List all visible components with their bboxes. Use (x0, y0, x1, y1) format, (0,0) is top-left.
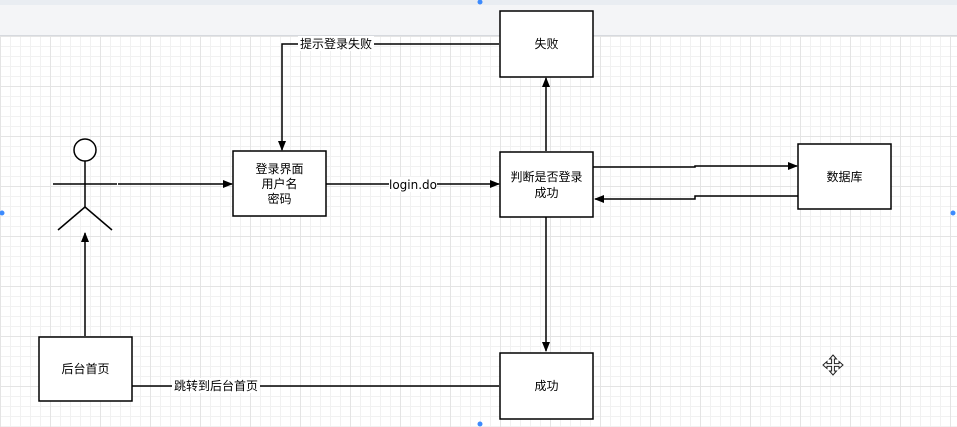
node-failure[interactable]: 失败 (499, 10, 594, 78)
top-toolbar (0, 0, 957, 36)
edge-check-to-database[interactable] (593, 162, 798, 170)
node-login-form-line-3: 密码 (267, 191, 291, 206)
node-database-label: 数据库 (826, 169, 862, 184)
selection-handle-right[interactable] (950, 210, 956, 216)
edge-label-redirect-home: 跳转到后台首页 (174, 378, 258, 393)
selection-handle-top[interactable] (477, 0, 483, 5)
edge-label-login-do: login.do (389, 178, 437, 192)
node-database[interactable]: 数据库 (797, 143, 892, 210)
selection-handle-left[interactable] (0, 210, 5, 216)
node-login-form[interactable]: 登录界面 用户名 密码 (232, 150, 327, 217)
node-login-form-line-2: 用户名 (261, 176, 297, 191)
node-success[interactable]: 成功 (499, 352, 594, 420)
node-login-form-line-1: 登录界面 (255, 161, 303, 176)
node-check-login-line-1: 判断是否登录 (510, 169, 582, 184)
move-cursor-icon (822, 354, 844, 376)
node-failure-label: 失败 (534, 36, 558, 51)
node-admin-home[interactable]: 后台首页 (38, 336, 133, 402)
node-check-login-line-2: 成功 (534, 186, 558, 200)
actor-user-icon[interactable] (53, 138, 117, 231)
selection-handle-bottom[interactable] (477, 421, 483, 427)
edge-database-to-check[interactable] (594, 195, 798, 203)
edge-label-prompt-failure: 提示登录失败 (300, 36, 372, 51)
node-success-label: 成功 (534, 379, 558, 393)
diagram-canvas[interactable] (0, 36, 957, 427)
node-admin-home-label: 后台首页 (61, 361, 109, 376)
edge-failure-to-login[interactable] (278, 43, 499, 151)
node-check-login[interactable]: 判断是否登录 成功 (499, 151, 594, 218)
